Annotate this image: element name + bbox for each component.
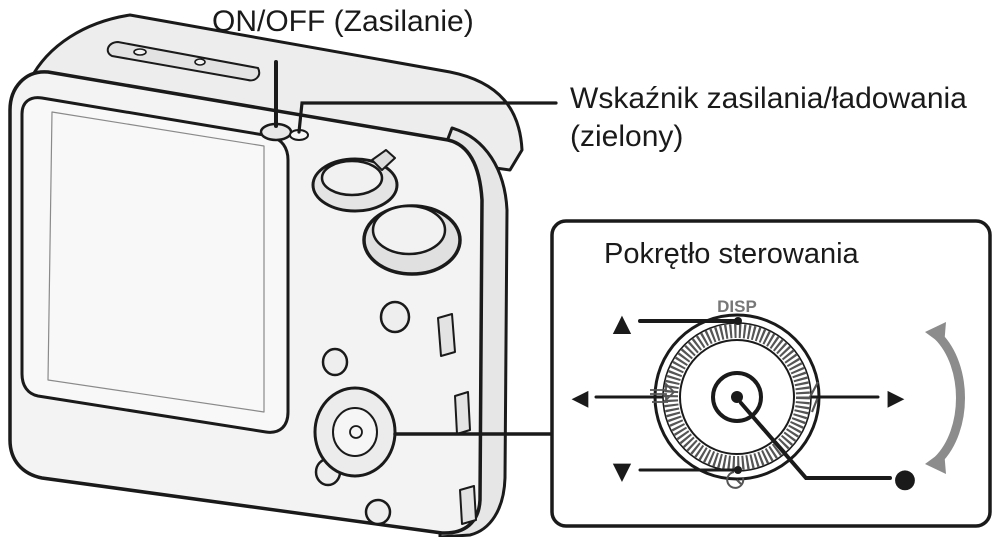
camera-illustration (8, 13, 524, 539)
strap-lug (454, 391, 471, 435)
power-indicator-label: Wskaźnik zasilania/ładowania (570, 82, 967, 115)
movie-button (321, 347, 349, 377)
zoom-lever-tab (371, 149, 396, 171)
camera-top-dot-left (133, 48, 147, 56)
leader-lines (274, 60, 558, 436)
dial-center-dot (731, 391, 743, 403)
center-dot-label: ● (894, 464, 917, 494)
center-leader (739, 401, 892, 480)
playback-button (379, 300, 411, 334)
control-wheel-title: Pokrętło sterowania (604, 238, 859, 270)
rotation-arrow-icon (925, 322, 965, 474)
down-leader-dot (734, 466, 742, 474)
drive-mode-icon (650, 381, 676, 403)
delete-button (364, 498, 392, 526)
left-arrow-label: ◀ (572, 386, 589, 411)
up-leader-dot (734, 317, 742, 325)
camera-top-dot-right (194, 58, 206, 66)
camera-lcd-screen (20, 96, 290, 434)
right-arrow-label: ▶ (888, 386, 905, 411)
zoom-lever-top (320, 159, 384, 197)
side-latch (459, 485, 477, 525)
down-arrow-label: ▼ (613, 457, 632, 485)
up-arrow-label: ▲ (613, 309, 632, 337)
camera-control-wheel-center (349, 425, 363, 439)
direction-leaders (594, 319, 892, 480)
control-wheel-panel: DISP ▲ ◀ ▶ ▼ ● (550, 219, 992, 528)
disp-icon: DISP (717, 297, 757, 316)
shutter-button-top (371, 204, 447, 256)
power-indicator-leader (297, 101, 558, 134)
power-button-label: ON/OFF (Zasilanie) (212, 5, 474, 38)
power-indicator-color-label: (zielony) (570, 120, 684, 153)
self-timer-icon (726, 471, 745, 489)
mode-switch (437, 313, 456, 357)
camera-lcd-inner (47, 111, 265, 413)
dial-knurl-ring (664, 324, 810, 470)
